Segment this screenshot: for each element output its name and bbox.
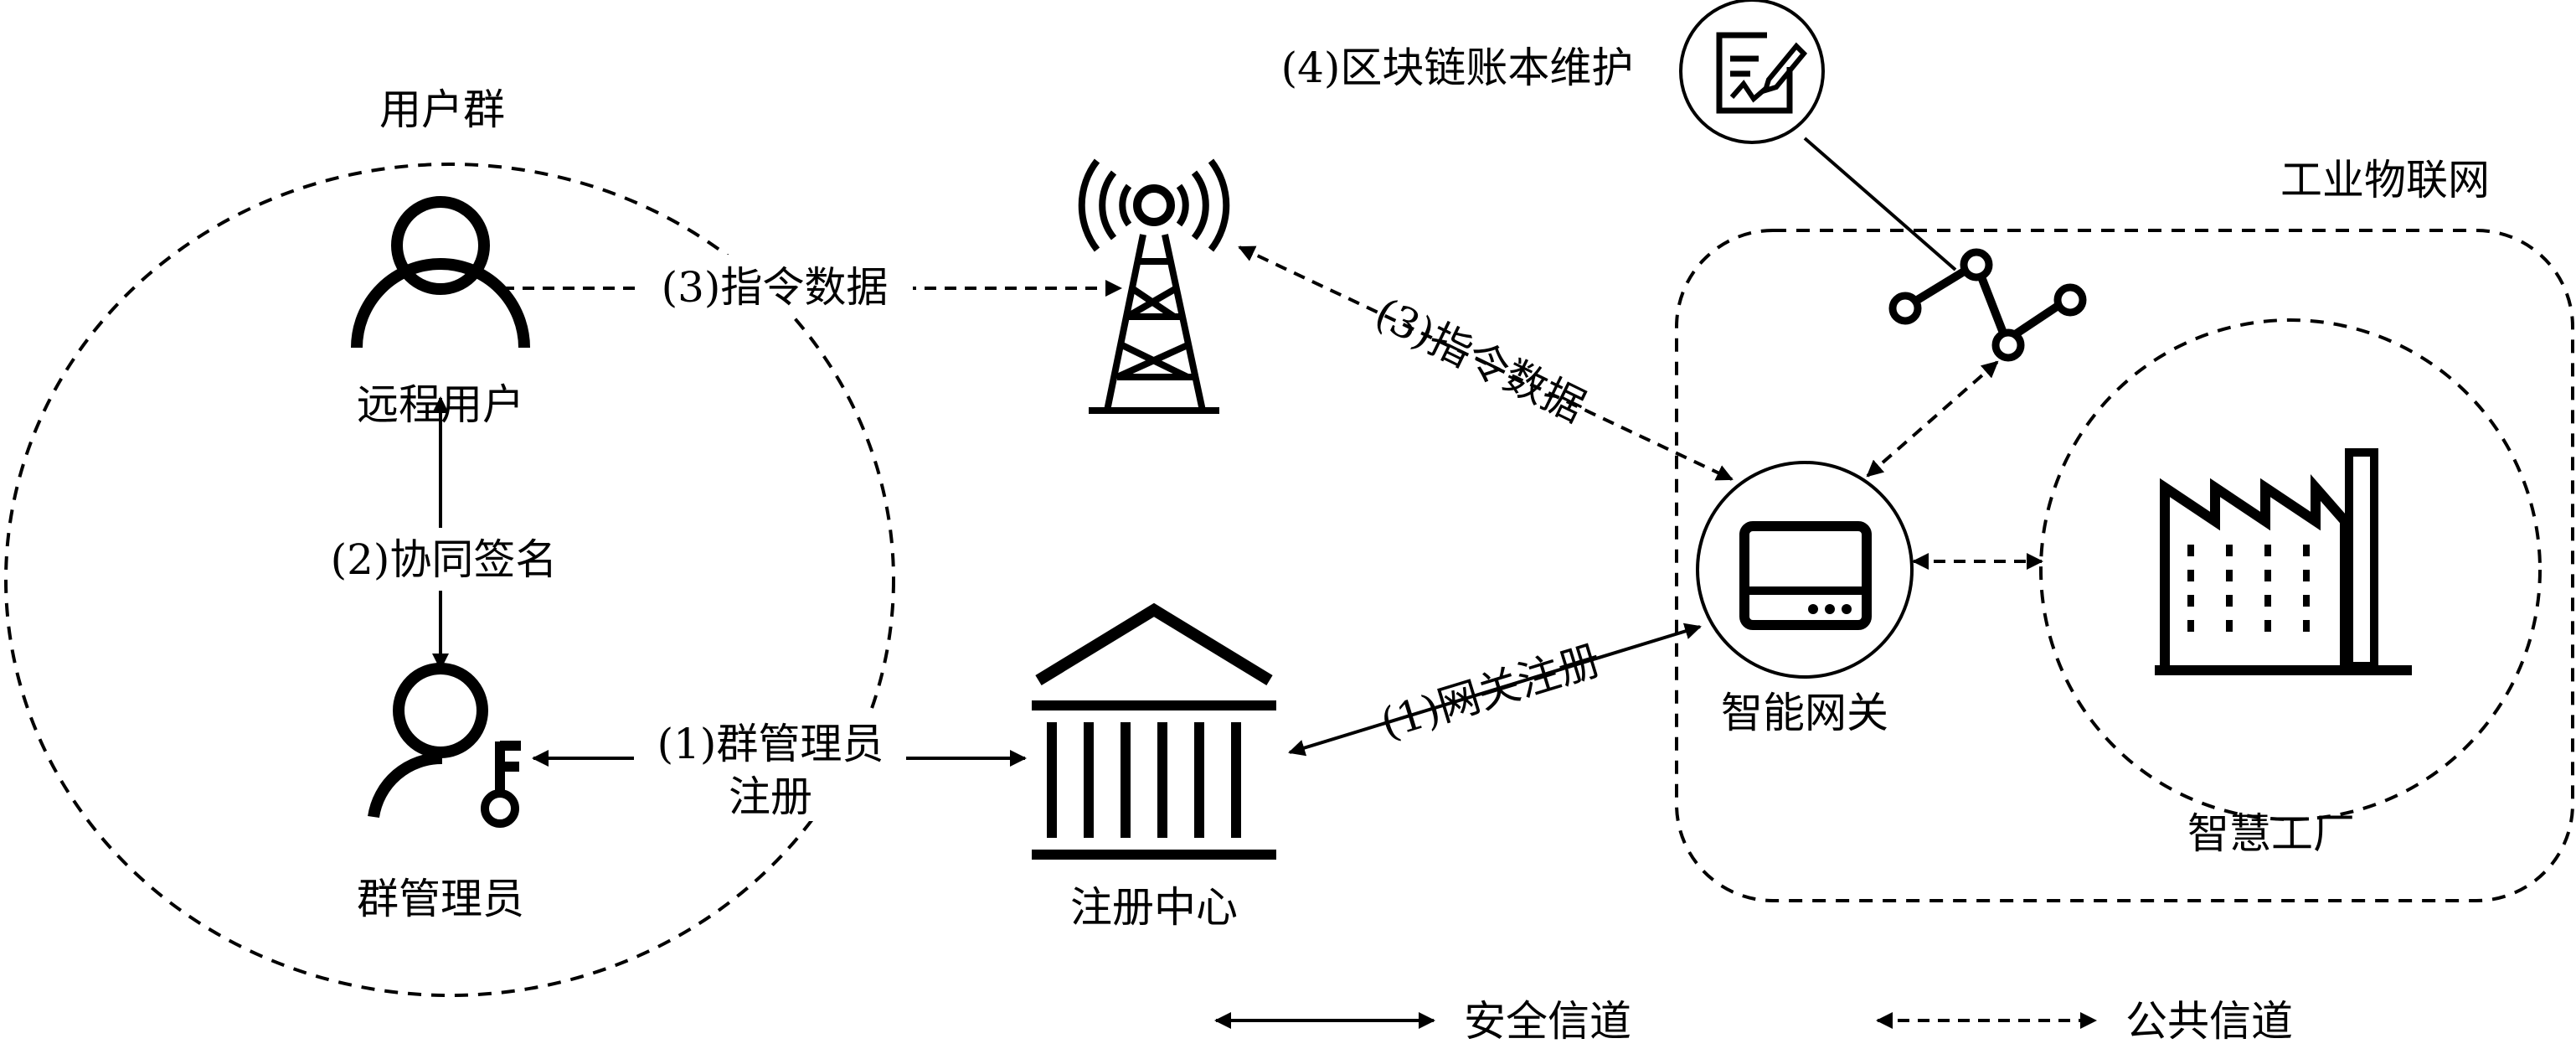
signal-tower-icon xyxy=(1078,158,1230,414)
step-command-data-tower: (3)指令数据 xyxy=(1368,288,1593,431)
factory-icon xyxy=(2155,448,2412,675)
smart-gateway-label: 智能网关 xyxy=(1721,689,1888,737)
step-group-admin-registration-1: (1)群管理员 xyxy=(657,720,884,768)
step-group-admin-registration-2: 注册 xyxy=(729,772,812,821)
group-admin-icon xyxy=(368,663,521,828)
legend-secure-label: 安全信道 xyxy=(1464,997,1631,1046)
legend-public-label: 公共信道 xyxy=(2125,997,2293,1046)
registration-center-icon xyxy=(1032,602,1276,860)
smart-factory-label: 智慧工厂 xyxy=(2187,809,2355,858)
remote-user-label: 远程用户 xyxy=(357,380,524,429)
step-co-signature: (2)协同签名 xyxy=(331,535,558,584)
ledger-connector-line xyxy=(1803,137,1957,271)
ledger-document-icon xyxy=(1679,0,1825,144)
smart-factory-region xyxy=(2039,318,2542,821)
group-admin-label: 群管理员 xyxy=(357,875,524,923)
smart-gateway-icon xyxy=(1696,461,1914,679)
user-group-region xyxy=(4,163,895,997)
registration-center-label: 注册中心 xyxy=(1070,883,1238,932)
remote-user-icon xyxy=(351,196,530,349)
step-blockchain-ledger: (4)区块链账本维护 xyxy=(1281,44,1634,92)
gateway-blockchain-line xyxy=(1866,360,1999,478)
iiot-region xyxy=(1675,229,2574,902)
gateway-registration-line xyxy=(1288,623,1702,757)
step-command-data-user: (3)指令数据 xyxy=(662,263,889,312)
step-gateway-registration: (1)网关注册 xyxy=(1375,635,1606,748)
iiot-label: 工业物联网 xyxy=(2280,156,2490,204)
blockchain-network-icon xyxy=(1888,248,2087,362)
command-line-tower-gateway xyxy=(1238,245,1734,481)
user-group-label: 用户群 xyxy=(379,85,505,134)
